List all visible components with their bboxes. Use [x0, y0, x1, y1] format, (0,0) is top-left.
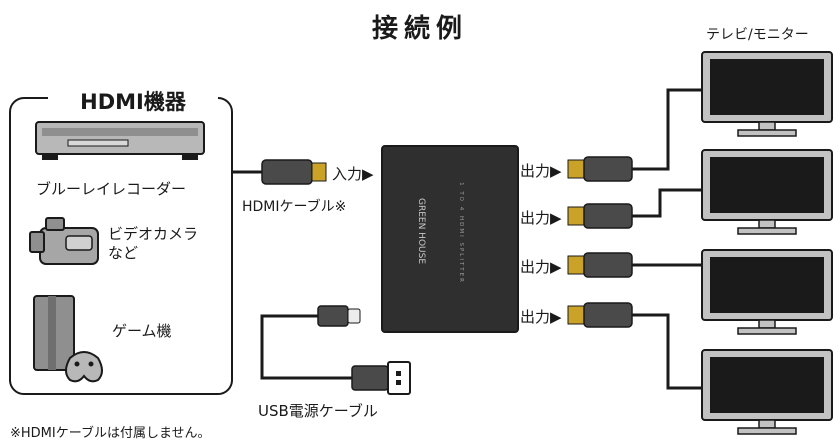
display-label: テレビ/モニター [706, 27, 809, 43]
input-cable-label: HDMIケーブル※ [242, 199, 347, 215]
device-label-game-console: ゲーム機 [112, 322, 172, 340]
input-port-label: 入力▶ [332, 165, 374, 183]
video-camera-icon [29, 217, 99, 265]
output-connector-1-icon [567, 156, 633, 182]
bluray-recorder-icon [35, 121, 205, 160]
output-port-label-3: 出力▶ [520, 258, 562, 276]
output-port-label-2: 出力▶ [520, 209, 562, 227]
usb-cable [260, 314, 364, 380]
device-label-bluray: ブルーレイレコーダー [36, 180, 187, 198]
output-connector-4-icon [567, 302, 633, 328]
hdmi-splitter [381, 145, 519, 333]
output-connector-3-icon [567, 252, 633, 278]
footnote: ※HDMIケーブルは付属しません。 [10, 426, 211, 441]
page-title: 接続例 [371, 14, 468, 44]
input-hdmi-connector-icon [261, 159, 327, 185]
output-connector-2-icon [567, 203, 633, 229]
monitor-4-icon [701, 349, 833, 435]
output-cable-4 [632, 313, 702, 390]
usb-c-connector-icon [317, 305, 361, 327]
monitor-3-icon [701, 249, 833, 335]
splitter-model: 1 TO 4 HDMI SPLITTER [457, 182, 464, 284]
source-group-title: HDMI機器 [48, 86, 218, 116]
monitor-1-icon [701, 51, 833, 137]
game-console-icon [33, 295, 103, 383]
output-cable-1 [632, 88, 702, 171]
output-port-label-1: 出力▶ [520, 162, 562, 180]
usb-a-connector-icon [351, 361, 411, 395]
device-label-video-camera: ビデオカメラ など [108, 225, 199, 262]
monitor-2-icon [701, 149, 833, 235]
output-port-label-4: 出力▶ [520, 308, 562, 326]
usb-cable-label: USB電源ケーブル [258, 402, 378, 420]
splitter-brand: GREEN HOUSE [416, 197, 427, 265]
output-cable-2 [632, 188, 702, 218]
